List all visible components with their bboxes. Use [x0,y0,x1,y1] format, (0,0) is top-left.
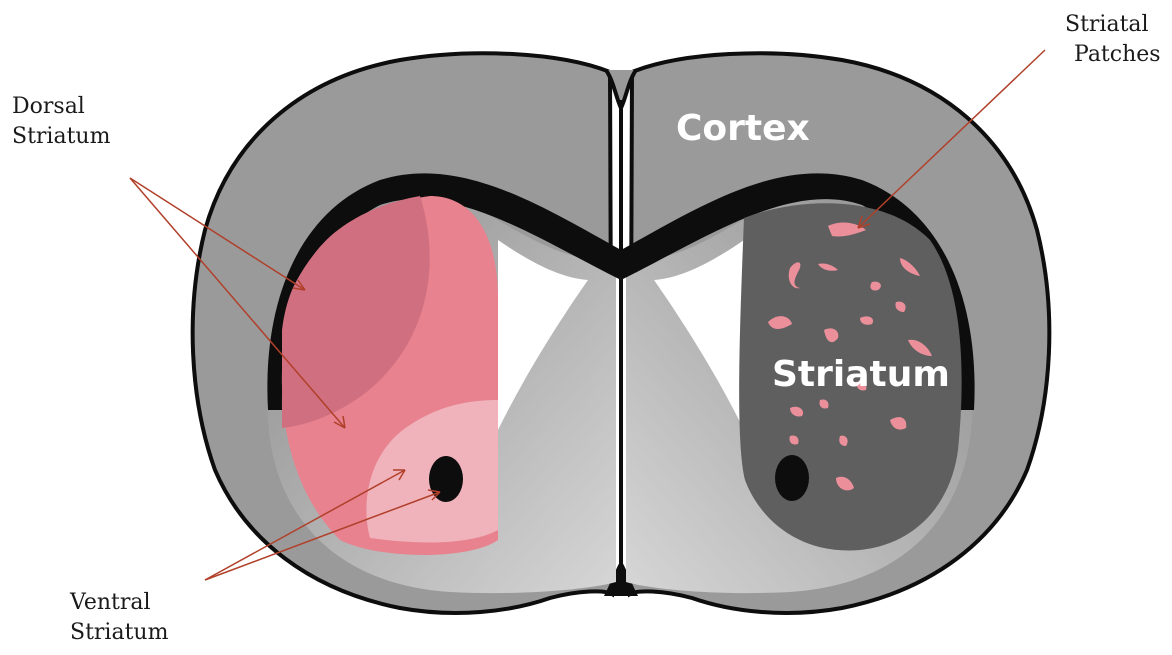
striatum-label: Striatum [772,354,950,395]
dorsal-striatum-label: Dorsal Striatum [12,92,110,152]
striatal-patches-label-line1: Striatal [1065,10,1161,40]
dorsal-striatum-label-line1: Dorsal [12,92,110,122]
striatal-patches-label-line2: Patches [1065,40,1161,70]
right-anterior-commissure [775,455,809,501]
ventral-striatum-label-line1: Ventral [70,588,168,618]
ventral-striatum-label: Ventral Striatum [70,588,168,648]
cortex-label: Cortex [676,108,810,149]
left-anterior-commissure [429,456,463,502]
ventral-striatum-label-line2: Striatum [70,618,168,648]
dorsal-striatum-label-line2: Striatum [12,122,110,152]
striatal-patches-label: Striatal Patches [1065,10,1161,70]
